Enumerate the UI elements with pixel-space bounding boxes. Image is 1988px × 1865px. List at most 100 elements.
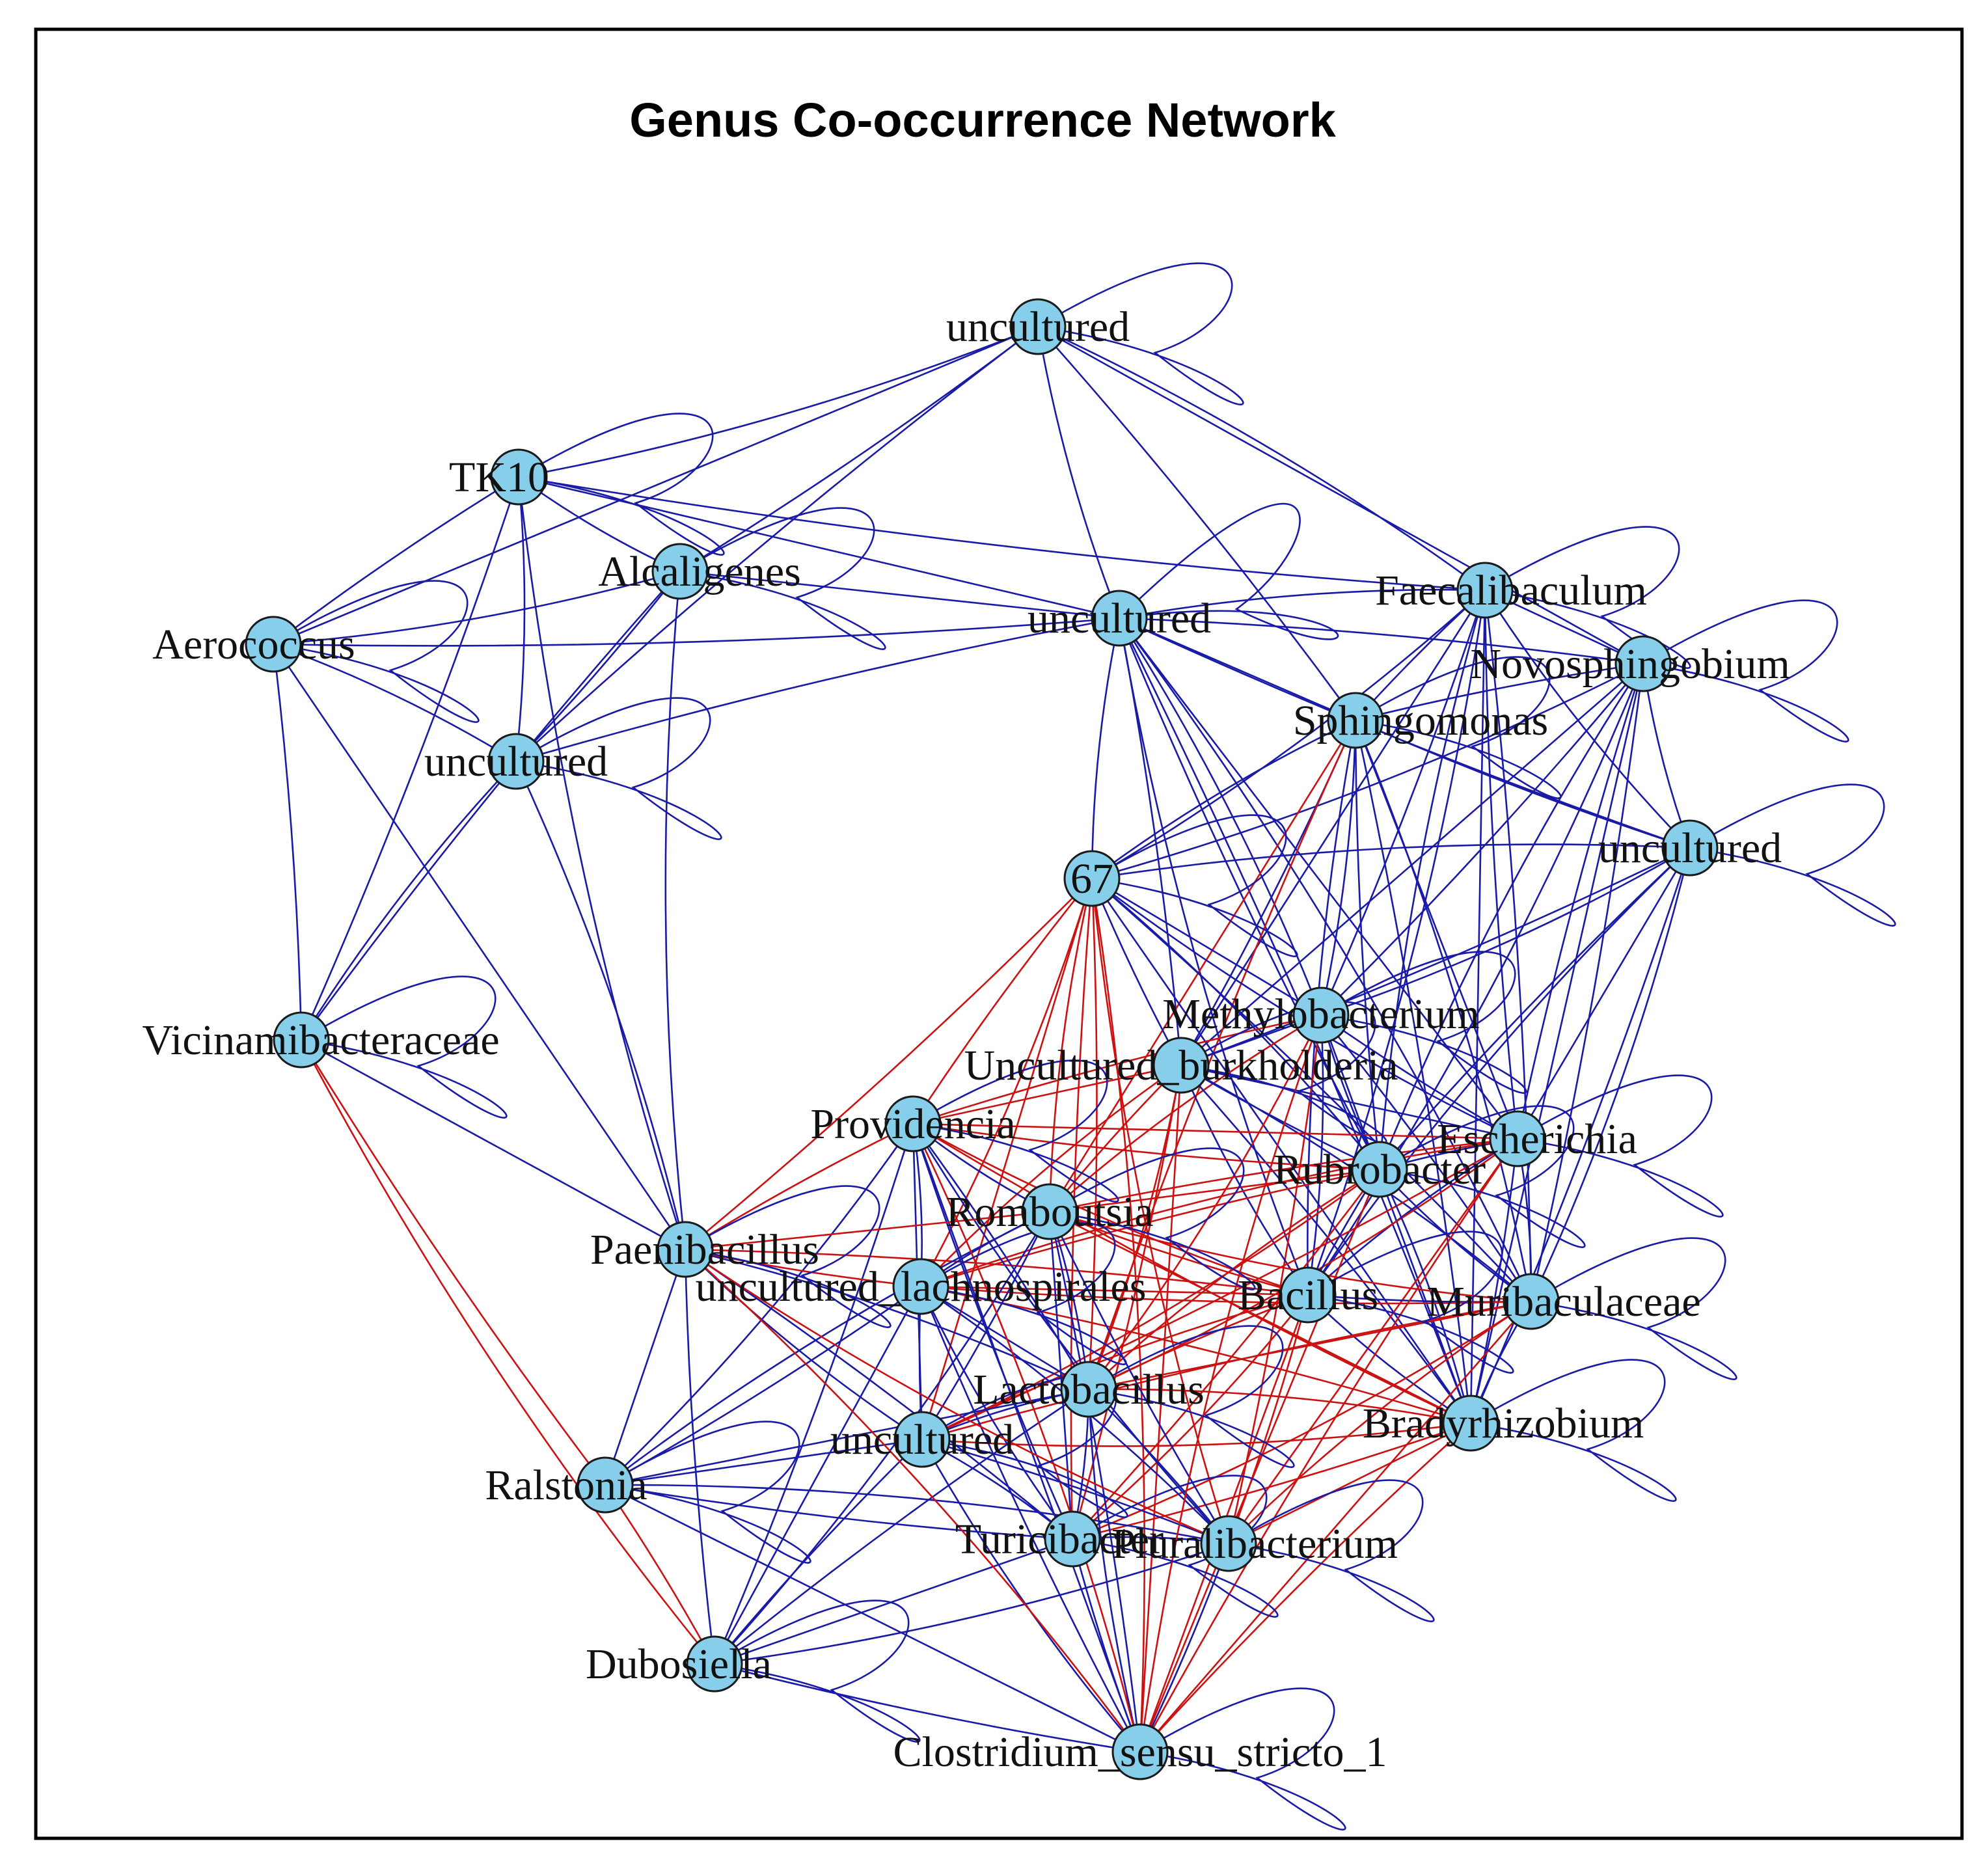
node-ralstonia bbox=[577, 1456, 634, 1514]
edge-lactobacillus-dubosiella bbox=[714, 1388, 1089, 1665]
node-label-unc_mid: uncultured bbox=[1028, 595, 1211, 642]
node-sphingomonas bbox=[1327, 692, 1384, 749]
edge-unc_burkholderia-clostridium bbox=[1139, 1065, 1182, 1752]
node-lactobacillus bbox=[1060, 1361, 1117, 1418]
edge-unc_lachnospirales-turicibacter bbox=[919, 1286, 1074, 1540]
edge-sphingomonas-bradyrhizobium bbox=[1354, 720, 1472, 1424]
node-turicibacter bbox=[1044, 1510, 1101, 1568]
edge-muribaculaceae-lactobacillus bbox=[1088, 1300, 1532, 1391]
edge-unc_right-unc_burkholderia bbox=[1180, 847, 1691, 1067]
edge-clostridium-providencia bbox=[912, 1123, 1141, 1752]
node-label-ralstonia: Ralstonia bbox=[485, 1462, 647, 1509]
edge-aerococcus-paenibacillus bbox=[272, 644, 687, 1250]
edge-unc_top-faecalibaculum bbox=[1037, 325, 1486, 592]
edge-bacillus-unc_lachnospirales bbox=[920, 1285, 1309, 1296]
self-loop-alcaligenes bbox=[679, 507, 886, 650]
edge-unc_burkholderia-escherichia bbox=[1180, 1064, 1518, 1140]
edge-novosphingobium-muribaculaceae bbox=[1530, 663, 1644, 1302]
edge-unc_low-ralstonia bbox=[605, 1438, 923, 1486]
self-loop-ralstonia bbox=[605, 1421, 811, 1564]
node-label-tk10: TK10 bbox=[449, 454, 549, 501]
edge-turicibacter-clostridium bbox=[1071, 1538, 1141, 1752]
edge-unc_burkholderia-unc_lachnospirales bbox=[920, 1064, 1182, 1287]
edge-escherichia-pluralibacterium bbox=[1227, 1138, 1519, 1544]
self-loop-aerococcus bbox=[273, 580, 480, 723]
node-clostridium bbox=[1111, 1723, 1169, 1780]
edge-aerococcus-unc_mid bbox=[273, 617, 1120, 647]
node-label-unc_right: uncultured bbox=[1598, 824, 1782, 872]
node-label-rubrobacter: Rubrobacter bbox=[1273, 1146, 1486, 1193]
edge-sphingomonas-lactobacillus bbox=[1087, 720, 1357, 1390]
edge-lactobacillus-ralstonia bbox=[605, 1388, 1089, 1486]
edge-unc_top-tk10 bbox=[518, 325, 1039, 478]
node-n67 bbox=[1063, 850, 1121, 907]
edge-vicinamibacteraceae-dubosiella bbox=[300, 1039, 716, 1665]
node-label-vicinamibacteraceae: Vicinamibacteraceae bbox=[142, 1016, 499, 1064]
edge-aerococcus-unc_left bbox=[273, 643, 517, 763]
self-loop-unc_left bbox=[515, 697, 722, 840]
edge-providencia-clostridium bbox=[912, 1123, 1141, 1752]
self-loop-bacillus bbox=[1307, 1231, 1514, 1374]
edge-tk10-vicinamibacteraceae bbox=[300, 476, 520, 1041]
edge-aerococcus-vicinamibacteraceae bbox=[272, 644, 303, 1041]
node-dubosiella bbox=[686, 1635, 743, 1693]
edge-romboutsia-clostridium bbox=[1048, 1211, 1141, 1752]
edge-faecalibaculum-bradyrhizobium bbox=[1469, 590, 1486, 1424]
labels-layer: unculturedTK10AlcaligenesAerococcusuncul… bbox=[142, 303, 1790, 1776]
edge-paenibacillus-romboutsia bbox=[685, 1210, 1050, 1251]
self-loop-sphingomonas bbox=[1355, 656, 1562, 799]
edge-unc_mid-n67 bbox=[1091, 618, 1121, 879]
node-label-unc_top: uncultured bbox=[946, 303, 1130, 351]
edge-unc_right-escherichia bbox=[1516, 847, 1691, 1139]
edge-escherichia-unc_low bbox=[921, 1137, 1518, 1441]
nodes-layer bbox=[245, 298, 1719, 1780]
edge-romboutsia-dubosiella bbox=[714, 1211, 1051, 1665]
edge-faecalibaculum-n67 bbox=[1091, 590, 1486, 880]
self-loop-rubrobacter bbox=[1379, 1105, 1586, 1248]
self-loops-layer bbox=[273, 262, 1896, 1831]
edge-tk10-aerococcus bbox=[273, 476, 519, 646]
node-label-unc_burkholderia: Uncultured_burkholderia bbox=[964, 1042, 1398, 1089]
edge-bradyrhizobium-clostridium bbox=[1139, 1423, 1471, 1752]
node-paenibacillus bbox=[657, 1221, 714, 1278]
node-label-faecalibaculum: Faecalibaculum bbox=[1375, 567, 1647, 614]
self-loop-unc_lachnospirales bbox=[920, 1222, 1127, 1365]
edge-providencia-ralstonia bbox=[605, 1123, 914, 1486]
node-unc_mid bbox=[1091, 590, 1148, 647]
edge-bacillus-romboutsia bbox=[1049, 1210, 1309, 1296]
edge-unc_top-aerococcus bbox=[273, 325, 1039, 646]
node-label-bacillus: Bacillus bbox=[1238, 1272, 1378, 1319]
edge-methylobacterium-escherichia bbox=[1320, 1014, 1518, 1140]
self-loop-methylobacterium bbox=[1320, 951, 1527, 1094]
edge-sphingomonas-rubrobacter bbox=[1354, 720, 1381, 1170]
edge-rubrobacter-turicibacter bbox=[1072, 1169, 1381, 1540]
edge-escherichia-romboutsia bbox=[1049, 1137, 1518, 1213]
edge-bacillus-lactobacillus bbox=[1088, 1294, 1309, 1391]
edge-unc_mid-faecalibaculum bbox=[1119, 588, 1486, 619]
edge-bradyrhizobium-romboutsia bbox=[1049, 1210, 1471, 1424]
edge-unc_left-unc_mid bbox=[515, 617, 1120, 763]
edge-sphingomonas-escherichia bbox=[1354, 720, 1519, 1139]
node-label-paenibacillus: Paenibacillus bbox=[590, 1226, 819, 1273]
edge-tk10-unc_mid bbox=[518, 476, 1120, 619]
node-unc_low bbox=[893, 1411, 951, 1468]
self-loop-providencia bbox=[912, 1059, 1119, 1203]
edge-unc_lachnospirales-dubosiella bbox=[713, 1286, 922, 1665]
edge-bradyrhizobium-lactobacillus bbox=[1088, 1388, 1471, 1424]
node-pluralibacterium bbox=[1200, 1515, 1257, 1572]
edge-providencia-paenibacillus bbox=[685, 1123, 914, 1251]
node-unc_right bbox=[1661, 819, 1719, 877]
edge-romboutsia-ralstonia bbox=[605, 1210, 1050, 1486]
edge-n67-bradyrhizobium bbox=[1091, 878, 1472, 1424]
edge-n67-rubrobacter bbox=[1091, 877, 1381, 1170]
self-loop-tk10 bbox=[518, 413, 725, 556]
node-label-bradyrhizobium: Bradyrhizobium bbox=[1363, 1400, 1644, 1447]
edge-unc_mid-escherichia bbox=[1118, 618, 1519, 1139]
node-label-dubosiella: Dubosiella bbox=[586, 1640, 772, 1688]
edge-pluralibacterium-dubosiella bbox=[714, 1542, 1229, 1665]
edge-methylobacterium-lactobacillus bbox=[1087, 1014, 1322, 1390]
node-label-unc_low: uncultured bbox=[830, 1416, 1014, 1463]
self-loop-unc_mid bbox=[1119, 502, 1339, 640]
edge-bacillus-turicibacter bbox=[1072, 1294, 1309, 1540]
